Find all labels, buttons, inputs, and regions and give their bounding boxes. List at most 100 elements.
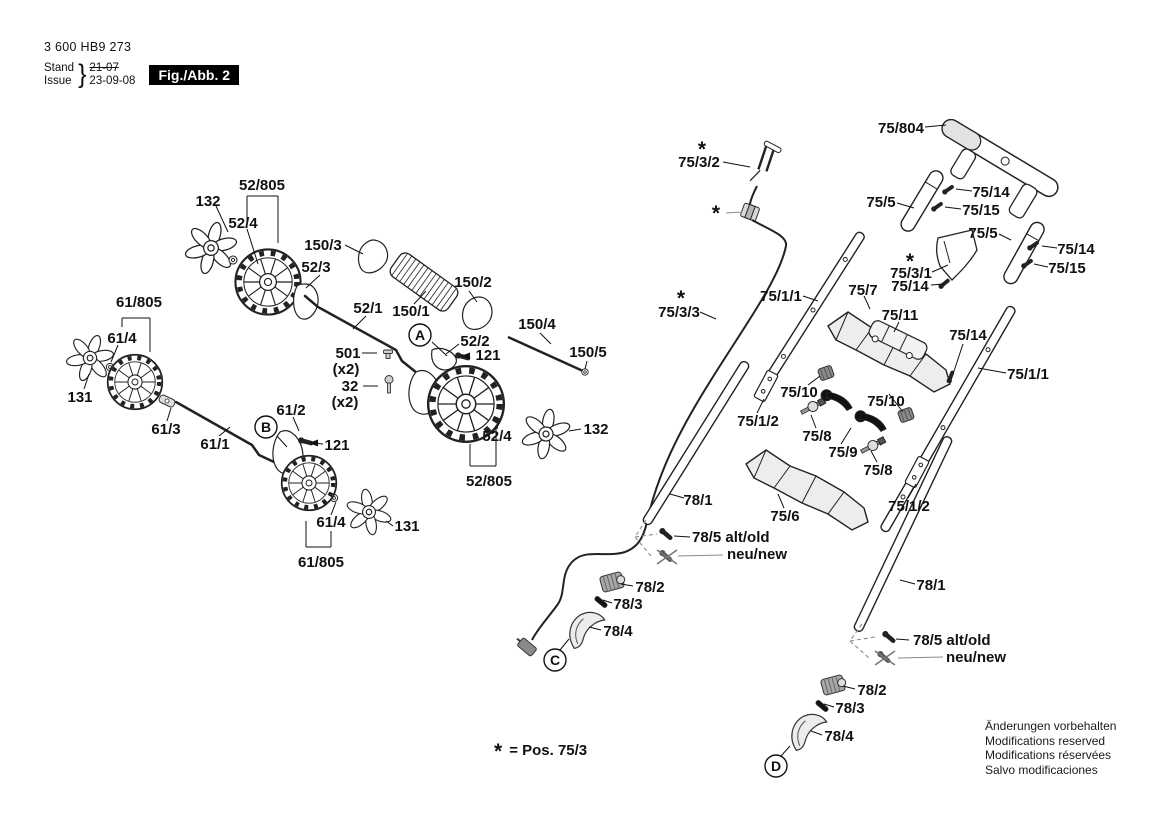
part-label: 132 [583,421,608,438]
part-label: 61/2 [276,402,305,419]
bearing-cover-52-3 [293,283,319,320]
part-label: 52/4 [228,215,258,232]
part-label: 75/3/3 [658,304,700,321]
part-label: 52/1 [353,300,382,317]
nut-75-10a [816,364,836,382]
part-label: 78/5 alt/old [692,529,770,546]
cable-plug [516,637,537,657]
housing-75-6 [745,449,869,531]
bracket-150-2 [461,296,493,330]
leader-lines [83,124,1058,757]
washer-150-5 [581,368,589,376]
part-label: 78/4 [824,728,854,745]
lever-75-9a [818,387,856,413]
asterisk-marker: * [698,138,707,161]
part-label: 61/4 [316,514,346,531]
part-label: 78/4 [603,623,633,640]
guide-75-3-1 [936,229,978,281]
fork-75-3-2 [749,140,782,182]
screw-75-14a [941,183,955,196]
part-label: 75/6 [770,508,799,525]
part-label: 131 [394,518,419,535]
clamp-52-2 [431,347,457,371]
notice-line-fr: Modifications réservées [985,748,1112,763]
part-label: 150/3 [304,237,342,254]
modification-notice: Änderungen vorbehalten Modifications res… [985,719,1116,777]
stand-label: Stand [44,62,75,74]
part-label: 75/1/2 [737,413,779,430]
part-label: 32 [342,378,359,395]
part-label: 131 [67,389,92,406]
pin-78-3a [593,595,609,609]
strip-75-1-2a [753,369,779,403]
part-label: 150/2 [454,274,492,291]
part-label: 75/804 [878,120,925,137]
part-label: 150/5 [569,344,607,361]
push-nut-501 [383,349,393,359]
grip-78-4a [566,609,609,650]
part-label: 61/4 [107,330,137,347]
part-label: 75/1/1 [1007,366,1049,383]
washer-52-4a [228,255,238,265]
screw-75-15a [930,200,944,213]
part-label: 75/9 [828,444,857,461]
callout-letter-A: A [415,327,425,343]
part-label: 75/14 [949,327,987,344]
part-label: 75/14 [972,184,1010,201]
knob-78-2b [819,673,849,697]
part-label: 75/14 [1057,241,1095,258]
type-number: 3 600 HB9 273 [44,40,132,54]
part-label: 61/1 [200,436,229,453]
housing-75-7 [827,311,951,393]
part-label: 75/10 [780,384,818,401]
part-label: 78/3 [835,700,864,717]
wheel-61-805a [108,355,163,410]
part-label: 501 [335,345,360,362]
tube-75-5a [897,167,947,235]
callout-circle-A [408,323,432,347]
callout-circle-B [254,415,278,439]
part-label: 78/5 alt/old [913,632,991,649]
part-label: neu/new [946,649,1006,666]
part-label: 78/1 [916,577,945,594]
part-label: 75/5 [866,194,895,211]
issue-label: Issue [44,75,72,87]
part-label: 75/3/1 [890,265,932,282]
rod-150-4 [507,335,584,373]
notice-line-de: Änderungen vorbehalten [985,719,1117,733]
stand-value: 21-07 [89,62,119,74]
callout-circle-D [764,754,788,778]
asterisk-marker: * [712,202,721,225]
part-label: 150/1 [392,303,430,320]
part-label: 75/11 [882,307,919,324]
lever-75-9b [852,408,890,434]
callout-letter-B: B [261,419,271,435]
impeller-131b [342,484,396,540]
screw-78-5a-new-crossed [656,548,678,565]
arrowhead-121a [461,352,470,360]
part-label: 75/7 [848,282,877,299]
axle-61-1 [174,400,276,464]
part-label: 75/15 [1048,260,1086,277]
part-label: 61/805 [298,554,344,571]
bracket-150-3 [357,239,389,274]
part-label: 52/805 [239,177,285,194]
figure-label: Fig./Abb. 2 [149,65,240,85]
part-label: 52/805 [466,473,512,490]
part-label: 132 [195,193,220,210]
spring-150-1 [389,252,459,312]
part-label: 121 [324,437,349,454]
callout-circle-C [543,648,567,672]
notice-line-en: Modifications reserved [985,733,1106,748]
asterisk-legend: *= Pos. 75/3 [494,740,587,764]
part-label: 78/2 [857,682,886,699]
pin-78-3b [814,699,830,713]
tube-78-1a [642,360,750,526]
part-label: 75/1/1 [760,288,802,305]
part-label: 61/805 [116,294,162,311]
gray-leaders [634,211,944,659]
